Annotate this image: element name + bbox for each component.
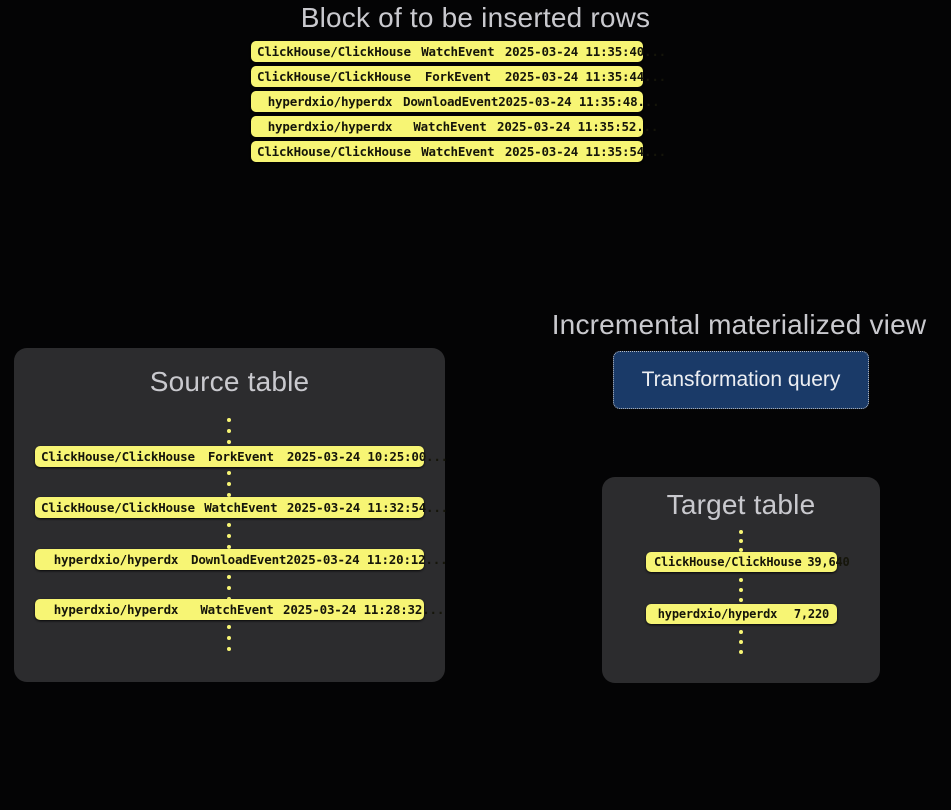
separator-dot [227,545,231,549]
block-row-repo: ClickHouse/ClickHouse [257,144,411,159]
block-row-ellipsis: ... [636,119,659,134]
source-row-timestamp: 2025-03-24 11:20:12 [286,552,426,567]
block-row: hyperdxio/hyperdx WatchEvent 2025-03-24 … [251,116,658,137]
target-row-repo: ClickHouse/ClickHouse [654,555,802,569]
separator-dot [739,630,743,634]
transformation-query-box[interactable]: Transformation query [613,351,869,409]
row-separator-dots [226,471,232,497]
separator-dot [739,650,743,654]
block-row-timestamp: 2025-03-24 11:35:48 [498,94,638,109]
separator-dot [227,534,231,538]
row-separator-dots [738,530,744,552]
block-row-event: DownloadEvent [403,94,499,109]
block-row-ellipsis: ... [644,69,667,84]
source-table-row: ClickHouse/ClickHouse ForkEvent 2025-03-… [35,446,448,467]
block-title: Block of to be inserted rows [300,2,651,33]
block-row-ellipsis: ... [644,144,667,159]
source-table-title: Source table [149,366,310,397]
block-row-timestamp: 2025-03-24 11:35:52 [497,119,637,134]
separator-dot [227,586,231,590]
block-row-repo: ClickHouse/ClickHouse [257,44,411,59]
materialized-view-title: Incremental materialized view [551,309,927,340]
row-separator-dots [226,418,232,444]
separator-dot [227,482,231,486]
separator-dot [227,523,231,527]
target-table-row: ClickHouse/ClickHouse 39,640 [646,552,850,572]
block-row-event: WatchEvent [413,119,487,134]
source-row-ellipsis: ... [426,500,449,515]
source-row-repo: ClickHouse/ClickHouse [41,449,195,464]
source-row-ellipsis: ... [422,602,445,617]
separator-dot [227,493,231,497]
source-table-row: hyperdxio/hyperdx DownloadEvent 2025-03-… [35,549,448,570]
separator-dot [739,548,743,552]
source-table-row: ClickHouse/ClickHouse WatchEvent 2025-03… [35,497,448,518]
separator-dot [227,471,231,475]
source-table-row: hyperdxio/hyperdx WatchEvent 2025-03-24 … [35,599,444,620]
source-row-repo: hyperdxio/hyperdx [53,602,179,617]
row-separator-dots [738,630,744,654]
block-row-timestamp: 2025-03-24 11:35:54 [504,144,645,159]
block-row-repo: hyperdxio/hyperdx [267,94,393,109]
source-row-ellipsis: ... [425,552,448,567]
separator-dot [739,530,743,534]
block-row-timestamp: 2025-03-24 11:35:44 [504,69,645,84]
block-row-repo: ClickHouse/ClickHouse [257,69,411,84]
source-row-timestamp: 2025-03-24 11:28:32 [283,602,423,617]
source-row-timestamp: 2025-03-24 11:32:54 [286,500,427,515]
separator-dot [739,598,743,602]
separator-dot [739,588,743,592]
separator-dot [227,575,231,579]
block-row-event: WatchEvent [421,144,495,159]
block-row: ClickHouse/ClickHouse WatchEvent 2025-03… [251,41,666,62]
block-row: hyperdxio/hyperdx DownloadEvent 2025-03-… [251,91,660,112]
transformation-query-label: Transformation query [641,368,841,391]
separator-dot [227,429,231,433]
separator-dot [227,440,231,444]
separator-dot [227,418,231,422]
block-row: ClickHouse/ClickHouse ForkEvent 2025-03-… [251,66,666,87]
target-table-row: hyperdxio/hyperdx 7,220 [646,604,837,624]
block-row-ellipsis: ... [637,94,660,109]
source-row-event: DownloadEvent [191,552,287,567]
block-row-event: WatchEvent [421,44,495,59]
separator-dot [227,647,231,651]
target-table-title: Target table [666,489,816,520]
source-row-repo: hyperdxio/hyperdx [53,552,179,567]
block-row-ellipsis: ... [644,44,667,59]
source-row-event: WatchEvent [200,602,274,617]
target-row-count: 39,640 [807,555,850,569]
row-separator-dots [226,575,232,601]
source-row-event: WatchEvent [204,500,278,515]
target-row-repo: hyperdxio/hyperdx [657,607,778,621]
source-row-timestamp: 2025-03-24 10:25:00 [286,449,427,464]
block-row-repo: hyperdxio/hyperdx [267,119,393,134]
separator-dot [227,636,231,640]
block-row-timestamp: 2025-03-24 11:35:40 [504,44,645,59]
source-row-ellipsis: ... [426,449,449,464]
block-row-event: ForkEvent [424,69,491,84]
source-row-event: ForkEvent [207,449,274,464]
separator-dot [739,539,743,543]
row-separator-dots [226,625,232,651]
source-row-repo: ClickHouse/ClickHouse [41,500,195,515]
separator-dot [227,625,231,629]
row-separator-dots [738,578,744,602]
separator-dot [739,578,743,582]
target-row-count: 7,220 [793,607,829,621]
separator-dot [739,640,743,644]
block-row: ClickHouse/ClickHouse WatchEvent 2025-03… [251,141,666,162]
row-separator-dots [226,523,232,549]
